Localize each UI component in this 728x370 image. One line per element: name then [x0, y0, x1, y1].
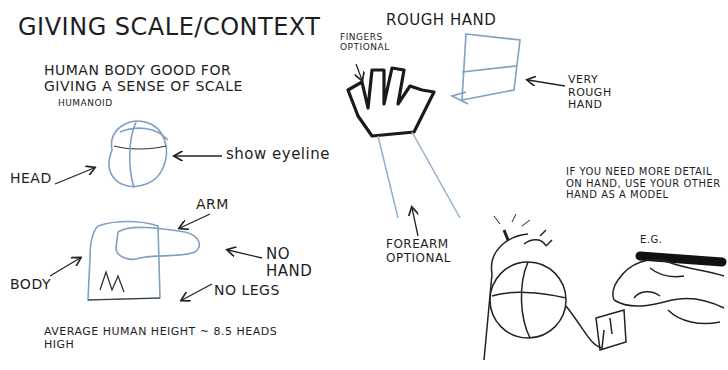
- callout-label: HEAD: [10, 170, 70, 186]
- hand-with-marker-sketch: [613, 256, 724, 324]
- callout-label: NO LEGS: [214, 282, 314, 298]
- heading: ROUGH HAND: [386, 12, 536, 29]
- title: GIVING SCALE/CONTEXT: [18, 14, 378, 42]
- callout-label: ARM: [196, 196, 256, 212]
- callout-label: show eyeline: [226, 146, 346, 163]
- body-sketch: [88, 222, 199, 301]
- note: E.G.: [640, 234, 690, 246]
- callout-label: NO HAND: [266, 246, 326, 281]
- callout-label: VERY ROUGH HAND: [568, 74, 638, 112]
- note: AVERAGE HUMAN HEIGHT ~ 8.5 HEADS HIGH: [44, 326, 284, 351]
- note: HUMAN BODY GOOD FOR GIVING A SENSE OF SC…: [44, 62, 284, 94]
- callout-label: FINGERS OPTIONAL: [340, 32, 420, 53]
- leader-arrows: [50, 64, 565, 300]
- callout-label: BODY: [10, 276, 70, 292]
- head-sketch: [109, 121, 168, 188]
- callout-label: FOREARM OPTIONAL: [386, 238, 476, 266]
- note: IF YOU NEED MORE DETAIL ON HAND, USE YOU…: [566, 166, 726, 201]
- note: HUMANOID: [58, 98, 158, 108]
- forearm-sketch: [378, 132, 460, 218]
- person-drawing-sketch: [484, 214, 626, 360]
- very-rough-hand-sketch: [452, 34, 520, 104]
